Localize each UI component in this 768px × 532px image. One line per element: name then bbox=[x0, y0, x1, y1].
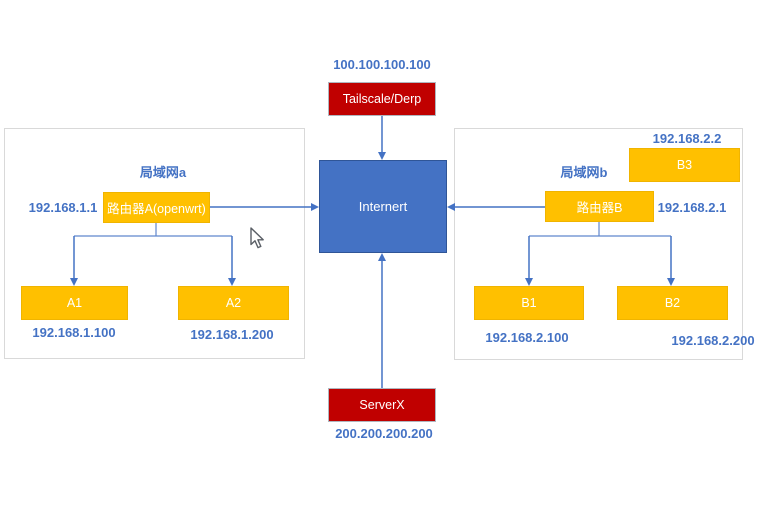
host-a2-ip-label[interactable]: 192.168.1.200 bbox=[190, 327, 274, 342]
host-a1-ip-label[interactable]: 192.168.1.100 bbox=[32, 325, 116, 340]
router-a-node[interactable]: 路由器A(openwrt) bbox=[103, 192, 210, 223]
router-a-node-label: 路由器A(openwrt) bbox=[107, 202, 206, 216]
tailscale-node-label: Tailscale/Derp bbox=[342, 92, 422, 106]
lan-b-title[interactable]: 局域网b bbox=[560, 165, 608, 180]
internet-node[interactable]: Internert bbox=[319, 160, 447, 253]
host-a1-label: A1 bbox=[66, 296, 83, 310]
serverx-ip-label[interactable]: 200.200.200.200 bbox=[335, 426, 433, 441]
host-b3-label: B3 bbox=[676, 158, 693, 172]
serverx-node[interactable]: ServerX bbox=[328, 388, 436, 422]
internet-node-label: Internert bbox=[358, 199, 408, 214]
lan-a-group-frame[interactable] bbox=[4, 128, 305, 359]
tailscale-node[interactable]: Tailscale/Derp bbox=[328, 82, 436, 116]
router-b-ip-label[interactable]: 192.168.2.1 bbox=[657, 200, 727, 215]
arrowhead-serverx-internet bbox=[378, 253, 386, 261]
host-b3-ip-label[interactable]: 192.168.2.2 bbox=[652, 131, 722, 146]
router-a-ip-label[interactable]: 192.168.1.1 bbox=[28, 200, 98, 215]
host-b1-ip-label[interactable]: 192.168.2.100 bbox=[485, 330, 569, 345]
lan-a-title[interactable]: 局域网a bbox=[139, 165, 187, 180]
host-a2-node[interactable]: A2 bbox=[178, 286, 289, 320]
host-b1-label: B1 bbox=[521, 296, 537, 310]
router-b-node[interactable]: 路由器B bbox=[545, 191, 654, 222]
host-a2-label: A2 bbox=[225, 296, 242, 310]
tailscale-ip-label[interactable]: 100.100.100.100 bbox=[333, 57, 431, 72]
host-b2-label: B2 bbox=[664, 296, 681, 310]
arrowhead-router-a-internet bbox=[311, 203, 319, 211]
host-b2-node[interactable]: B2 bbox=[617, 286, 728, 320]
arrowhead-tailscale-internet bbox=[378, 152, 386, 160]
serverx-node-label: ServerX bbox=[359, 398, 405, 412]
router-b-node-label: 路由器B bbox=[576, 201, 623, 215]
host-b2-ip-label[interactable]: 192.168.2.200 bbox=[671, 333, 755, 348]
host-a1-node[interactable]: A1 bbox=[21, 286, 128, 320]
host-b1-node[interactable]: B1 bbox=[474, 286, 584, 320]
host-b3-node[interactable]: B3 bbox=[629, 148, 740, 182]
mouse-cursor bbox=[250, 227, 264, 249]
